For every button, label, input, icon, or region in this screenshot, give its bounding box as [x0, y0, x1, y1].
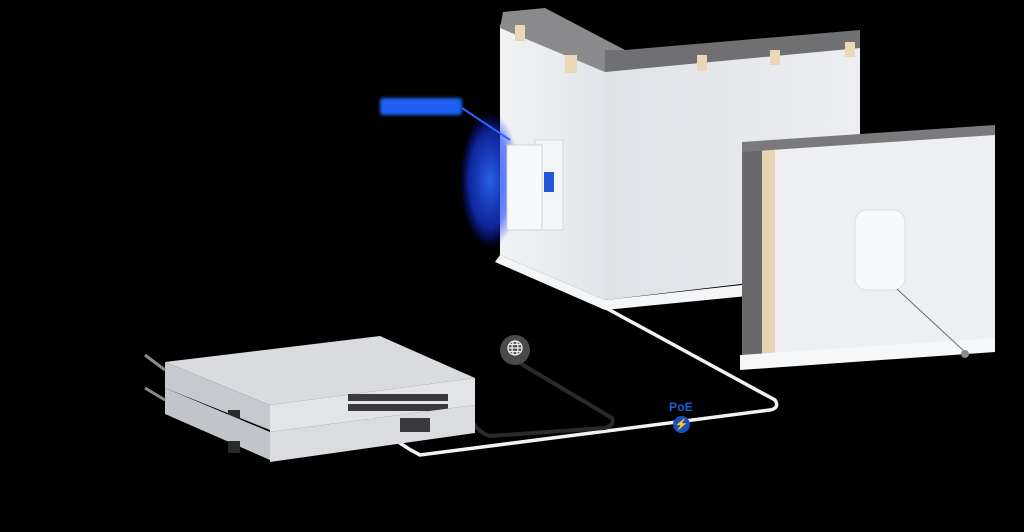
rack-switch [165, 336, 475, 432]
wall-mounted-access-point [854, 209, 969, 358]
poe-badge: ⚡ [673, 416, 690, 433]
wifi-coverage-wave [460, 112, 520, 248]
in-wall-access-point [506, 139, 564, 231]
rack-gateway [165, 388, 475, 462]
poe-label: PoE [669, 400, 693, 414]
internet-cable [463, 360, 615, 439]
globe-icon [506, 339, 524, 362]
lightning-bolt-icon: ⚡ [674, 419, 689, 431]
power-cords [144, 353, 166, 402]
internet-badge [500, 335, 530, 365]
wall-plate-label [380, 98, 462, 115]
label-leader-line [461, 107, 511, 141]
